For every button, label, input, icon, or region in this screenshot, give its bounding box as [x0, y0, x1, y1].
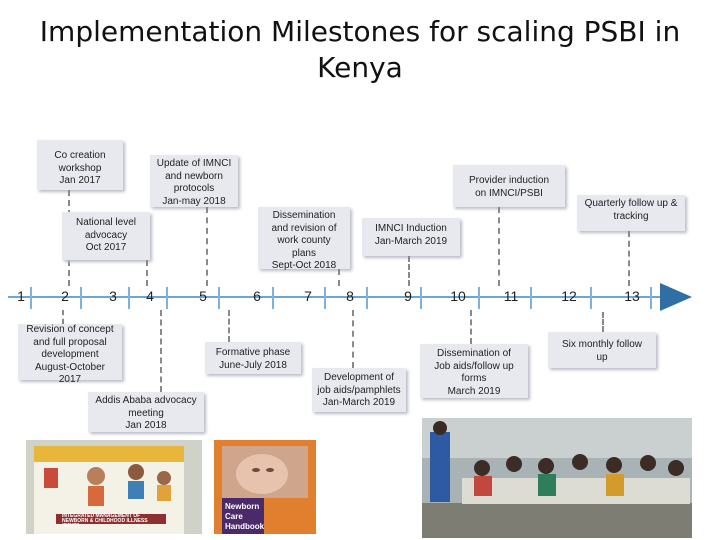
timeline-tick [128, 287, 130, 309]
connector [470, 310, 472, 344]
connector [62, 310, 64, 324]
timeline-number: 5 [199, 288, 207, 304]
newborn-handbook-image [214, 440, 316, 534]
timeline-tick [366, 287, 368, 309]
timeline-number: 12 [561, 288, 577, 304]
connector [146, 260, 148, 286]
connector [338, 269, 340, 286]
timeline-number: 3 [109, 288, 117, 304]
milestone-addis-advocacy: Addis Ababa advocacy meeting Jan 2018 [88, 392, 204, 432]
timeline-tick [218, 287, 220, 309]
timeline-number: 11 [503, 288, 519, 304]
connector [160, 310, 162, 392]
timeline-tick [478, 287, 480, 309]
timeline-number: 2 [61, 288, 69, 304]
timeline-number: 4 [146, 288, 154, 304]
timeline-tick [80, 287, 82, 309]
timeline-tick [420, 287, 422, 309]
timeline-number: 9 [404, 288, 412, 304]
connector [602, 312, 604, 332]
milestone-national-advocacy: National level advocacy Oct 2017 [62, 212, 150, 260]
timeline-tick [30, 287, 32, 309]
timeline-arrowhead [660, 283, 692, 311]
timeline-number: 1 [17, 288, 25, 304]
timeline-tick [590, 287, 592, 309]
milestone-imnci-induction: IMNCI Induction Jan-March 2019 [362, 218, 460, 256]
milestone-provider-induction: Provider induction on IMNCI/PSBI [453, 165, 565, 207]
timeline-number: 10 [450, 288, 466, 304]
timeline-number: 6 [253, 288, 261, 304]
timeline-tick [272, 287, 274, 309]
connector [352, 310, 354, 368]
training-session-photo [422, 418, 692, 538]
imnci-booklet-image [26, 440, 202, 534]
timeline-tick [166, 287, 168, 309]
imnci-booklet-title: INTEGRATED MANAGEMENT OF NEWBORN & CHILD… [62, 513, 148, 529]
milestone-formative-phase: Formative phase June-July 2018 [205, 342, 301, 374]
milestone-co-creation: Co creation workshop Jan 2017 [37, 140, 123, 190]
milestone-six-monthly-followup: Six monthly follow up [548, 332, 656, 368]
timeline-number: 8 [346, 288, 354, 304]
timeline-tick [530, 287, 532, 309]
connector [228, 310, 230, 342]
milestone-imnci-update: Update of IMNCI and newborn protocols Ja… [150, 155, 238, 207]
milestone-dissemination-revision: Dissemination and revision of work count… [258, 207, 350, 271]
timeline-number: 13 [624, 288, 640, 304]
connector [628, 231, 630, 286]
connector [408, 256, 410, 286]
timeline-axis [8, 296, 662, 298]
newborn-handbook-photo: Newborn Care Handbook [214, 440, 316, 534]
milestone-job-aids-development: Development of job aids/pamphlets Jan-Ma… [312, 368, 406, 412]
training-session-image [422, 418, 692, 538]
timeline-tick [324, 287, 326, 309]
timeline-number: 7 [304, 288, 312, 304]
timeline-tick [650, 287, 652, 309]
milestone-quarterly-followup: Quarterly follow up & tracking [577, 195, 685, 231]
milestone-dissemination-job-aids: Dissemination of Job aids/follow up form… [420, 344, 528, 398]
connector [498, 207, 500, 286]
newborn-handbook-title: Newborn Care Handbook [225, 502, 265, 531]
milestone-revision-concept: Revision of concept and full proposal de… [18, 324, 122, 385]
connector [206, 207, 208, 286]
page-title: Implementation Milestones for scaling PS… [39, 15, 681, 84]
imnci-booklet-photo: INTEGRATED MANAGEMENT OF NEWBORN & CHILD… [26, 440, 202, 534]
